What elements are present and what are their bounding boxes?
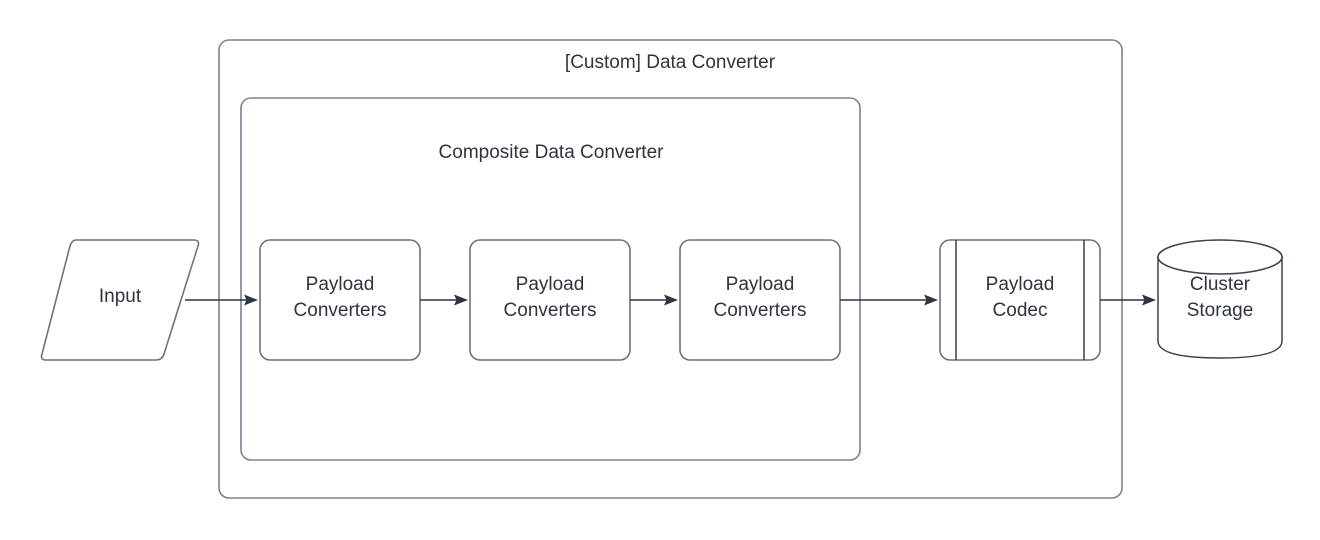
connector-payload-converters-1-to-2 [420,294,468,306]
payload-converters-3-label-line1: Payload [726,274,795,295]
payload-codec-label-line1: Payload [986,274,1055,295]
payload-converters-3-label-line2: Converters [714,300,807,321]
arrow-head-icon [454,294,468,306]
payload-converters-2-label-line2: Converters [504,300,597,321]
connector-payload-converters-2-to-3 [630,294,678,306]
payload-converters-2-label-line1: Payload [516,274,585,295]
node-payload-converters-1[interactable]: Payload Converters [259,239,421,361]
arrow-head-icon [1142,294,1156,306]
composite-data-converter-label: Composite Data Converter [439,142,665,163]
arrow-head-icon [244,294,258,306]
connector-input-to-payload-converters-1 [185,294,258,306]
node-payload-converters-2[interactable]: Payload Converters [469,239,631,361]
arrow-head-icon [664,294,678,306]
connector-codec-to-cluster-storage [1100,294,1156,306]
connector-payload-converters-3-to-codec [840,294,938,306]
custom-data-converter-label: [Custom] Data Converter [565,52,776,73]
cluster-storage-label-line1: Cluster [1190,274,1251,295]
payload-codec-label-line2: Codec [993,300,1048,321]
cluster-storage-cylinder-body [1157,256,1283,359]
arrow-head-icon [924,294,938,306]
node-input[interactable]: Input [40,239,200,361]
payload-converters-1-label-line2: Converters [294,300,387,321]
node-payload-converters-3[interactable]: Payload Converters [679,239,841,361]
cluster-storage-label-line2: Storage [1187,300,1254,321]
payload-converters-1-label-line1: Payload [306,274,375,295]
node-cluster-storage[interactable]: Cluster Storage [1157,239,1283,359]
input-label: Input [99,286,142,307]
input-parallelogram-shape [40,239,200,361]
cluster-storage-cylinder-top [1157,239,1283,275]
node-payload-codec[interactable]: Payload Codec [939,239,1101,361]
